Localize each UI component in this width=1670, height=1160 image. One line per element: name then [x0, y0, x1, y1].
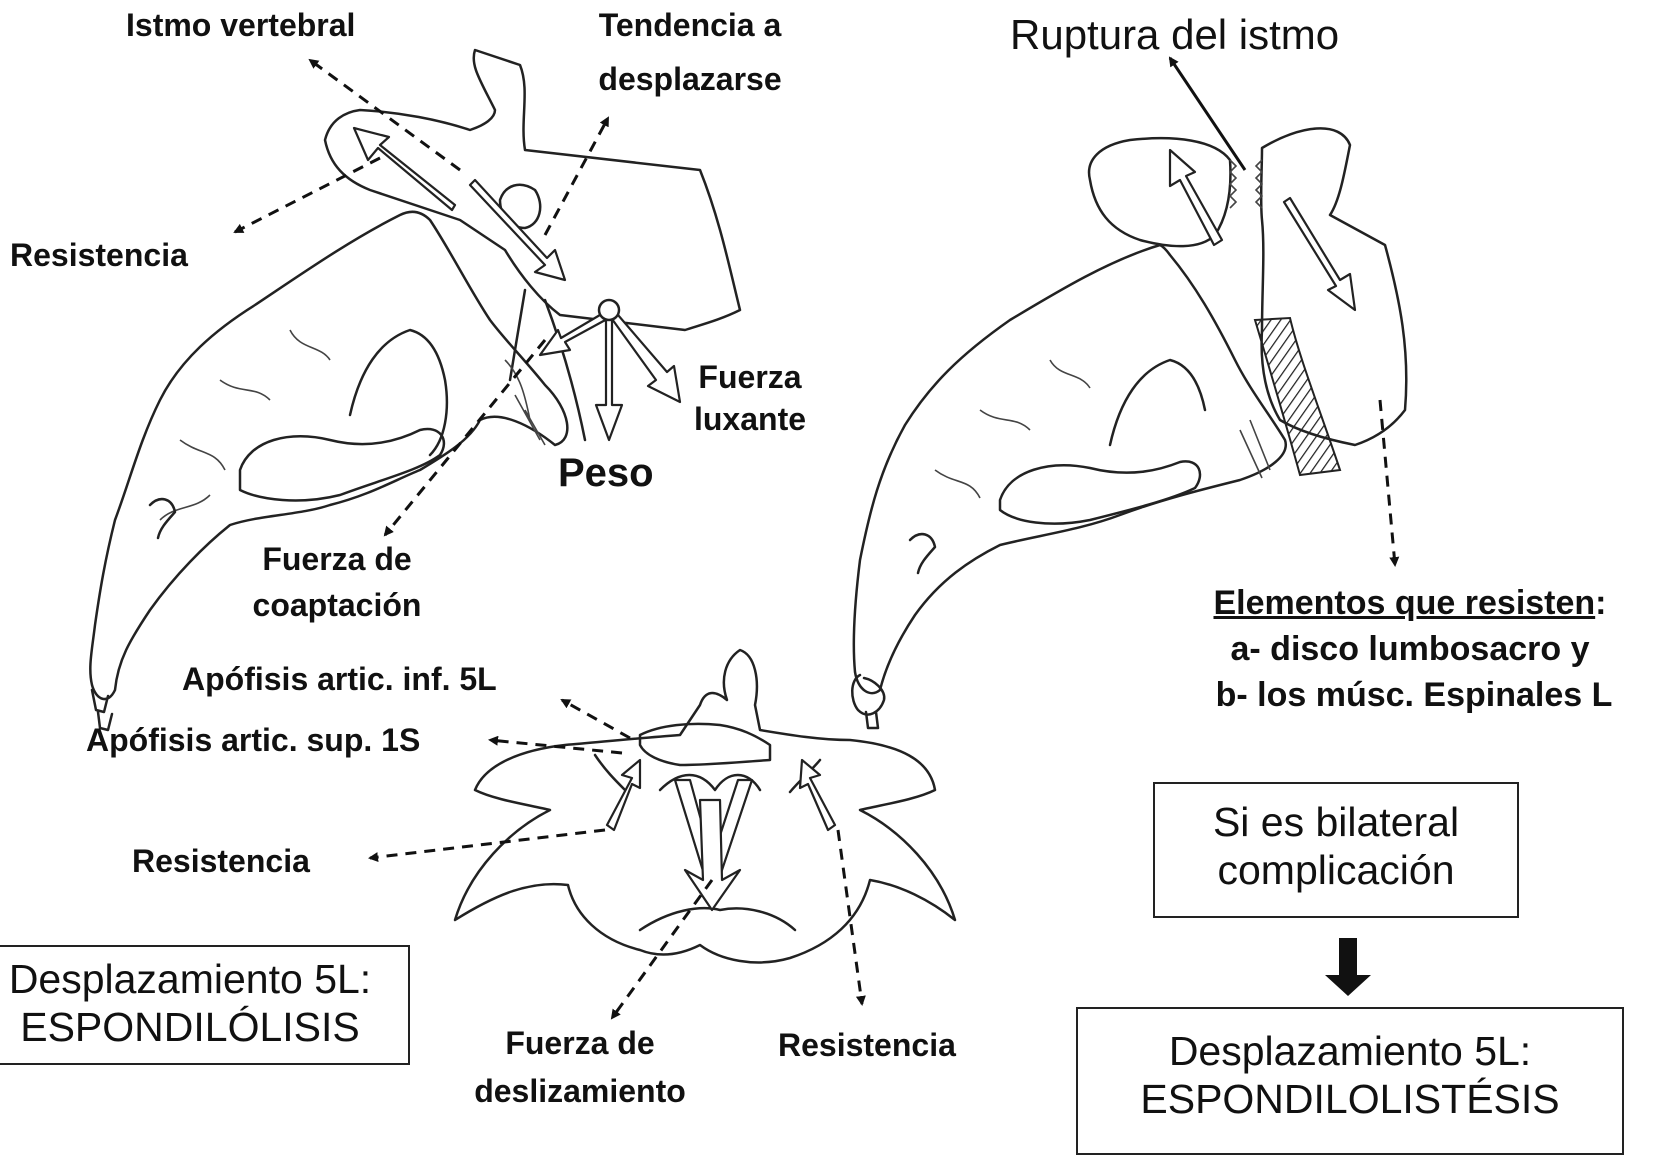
label-fuerza-luxante-line2: luxante [680, 398, 820, 440]
leader-tendencia [545, 118, 608, 235]
elementos-a: a- disco lumbosacro y [1150, 626, 1670, 672]
coaptation-hollow-arrow [540, 312, 609, 355]
label-fuerza-deslizamiento: Fuerza de deslizamiento [460, 1022, 700, 1112]
label-istmo-vertebral: Istmo vertebral [126, 4, 355, 46]
weight-hollow-arrow [596, 316, 622, 440]
label-coaptacion-line2: coaptación [232, 584, 442, 626]
box-espondilolisis: Desplazamiento 5L: ESPONDILÓLISIS [0, 945, 410, 1065]
left-hollow-arrows [354, 128, 680, 440]
leader-deslizamiento [612, 880, 712, 1018]
luxation-hollow-arrow [607, 308, 680, 402]
label-tendencia-line2: desplazarse [580, 58, 800, 100]
box-bilateral-line1: Si es bilateral [1155, 798, 1517, 846]
label-fuerza-luxante: Fuerza luxante [680, 356, 820, 440]
label-apofisis-sup: Apófisis artic. sup. 1S [86, 719, 420, 761]
label-ruptura-istmo: Ruptura del istmo [1010, 10, 1339, 60]
label-tendencia: Tendencia a desplazarse [580, 4, 800, 100]
leader-apofisis-inf [562, 700, 630, 738]
box-bilateral-line2: complicación [1155, 846, 1517, 894]
left-lateral-spine-drawing [90, 50, 740, 730]
box-espondilolistesis-line2: ESPONDILOLISTÉSIS [1078, 1075, 1622, 1123]
label-resistencia-mid: Resistencia [132, 840, 310, 882]
label-peso: Peso [558, 452, 654, 494]
leader-resistencia-mid [370, 830, 605, 858]
pars-upward-hollow-arrow [1170, 150, 1222, 245]
elementos-b: b- los músc. Espinales L [1158, 672, 1670, 718]
leader-ruptura [1170, 58, 1245, 170]
label-resistencia-top: Resistencia [10, 234, 188, 276]
label-tendencia-line1: Tendencia a [580, 4, 800, 46]
displacement-hollow-arrow [470, 180, 565, 280]
resistance-hollow-arrow [354, 128, 455, 210]
label-fuerza-coaptacion: Fuerza de coaptación [232, 538, 442, 626]
leader-resistencia-bottom [838, 830, 862, 1004]
label-coaptacion-line1: Fuerza de [232, 538, 442, 580]
force-origin-circle [599, 300, 619, 320]
box-espondilolisis-line1: Desplazamiento 5L: [0, 955, 408, 1003]
left-resistance-hollow-arrow [607, 760, 640, 830]
black-down-arrow [1325, 938, 1371, 996]
box-bilateral: Si es bilateral complicación [1153, 782, 1519, 918]
elementos-title: Elementos que resisten [1213, 584, 1595, 622]
leader-resistencia-top [235, 158, 380, 232]
box-espondilolistesis: Desplazamiento 5L: ESPONDILOLISTÉSIS [1076, 1007, 1624, 1155]
label-apofisis-inf: Apófisis artic. inf. 5L [182, 658, 497, 700]
box-espondilolisis-line2: ESPONDILÓLISIS [0, 1003, 408, 1051]
right-resistance-hollow-arrow [800, 760, 835, 830]
label-deslizamiento-line2: deslizamiento [460, 1070, 700, 1112]
label-resistencia-bottom: Resistencia [778, 1024, 956, 1066]
elementos-que-resisten: Elementos que resisten: a- disco lumbosa… [1150, 580, 1670, 718]
elementos-title-line: Elementos que resisten: [1150, 580, 1670, 626]
box-espondilolistesis-line1: Desplazamiento 5L: [1078, 1027, 1622, 1075]
label-fuerza-luxante-line1: Fuerza [680, 356, 820, 398]
elementos-colon: : [1595, 584, 1606, 622]
label-deslizamiento-line1: Fuerza de [460, 1022, 700, 1064]
body-downward-hollow-arrow [1284, 198, 1355, 310]
